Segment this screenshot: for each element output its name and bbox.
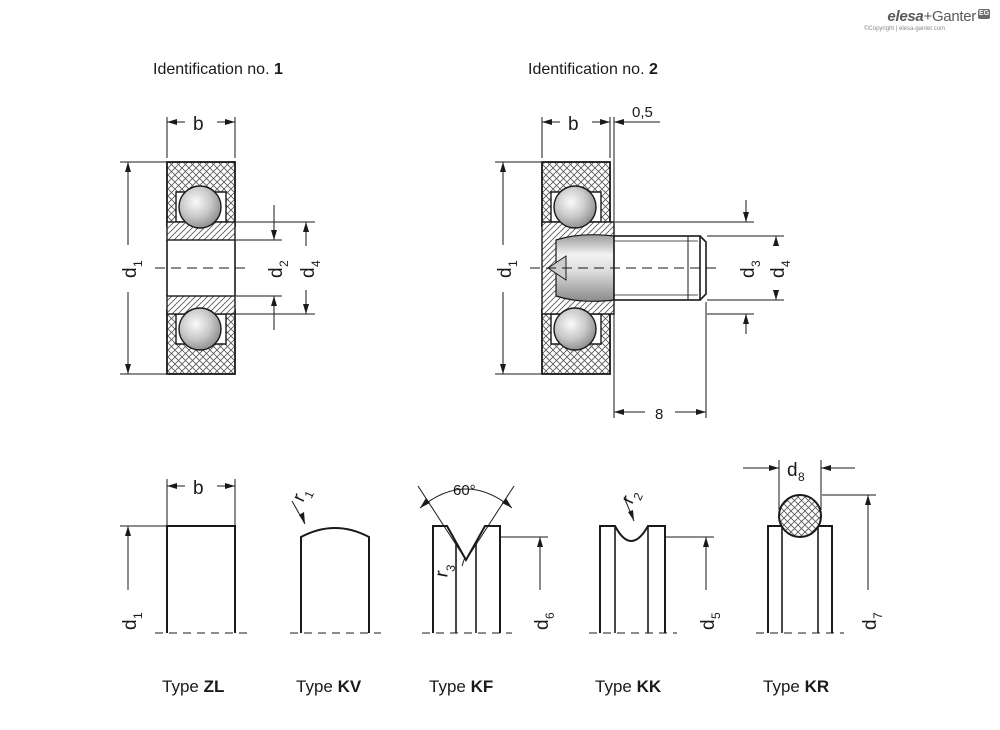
type-kf-r3-label: r3 — [431, 563, 458, 579]
type-kr-label: Type KR — [763, 677, 830, 696]
svg-text:3: 3 — [749, 260, 763, 267]
svg-text:0,5: 0,5 — [632, 104, 653, 121]
type-kk-d5-label: d5 — [698, 612, 723, 630]
type-kf-d6-label: d6 — [532, 612, 557, 630]
svg-text:1: 1 — [131, 260, 145, 267]
id2-dimension-labels: b 0,5 8 d1 d3 d4 — [495, 104, 793, 423]
type-kk-r2-label: r2 — [617, 490, 646, 507]
bearing-ball-icon — [553, 307, 597, 351]
id2-dimensions — [495, 117, 784, 418]
id2-wheel-section — [530, 161, 716, 375]
type-kk-profile — [589, 496, 714, 634]
svg-text:8: 8 — [655, 406, 663, 423]
svg-text:b: b — [193, 114, 204, 135]
o-ring-icon — [778, 494, 822, 538]
type-zl-d1-label: d1 — [120, 612, 145, 630]
svg-text:d: d — [768, 267, 789, 278]
svg-text:2: 2 — [277, 260, 291, 267]
bearing-ball-icon — [178, 185, 222, 229]
type-kf-profile — [417, 485, 548, 634]
brand-mark-icon: EG — [978, 9, 990, 19]
svg-text:r: r — [431, 568, 453, 579]
id1-dimension-labels: b d1 d2 d4 — [120, 114, 323, 278]
svg-text:d: d — [698, 619, 719, 630]
brand-wordmark: elesa+Ganter — [887, 8, 976, 25]
id1-wheel-section — [155, 161, 245, 375]
bearing-ball-icon — [553, 185, 597, 229]
svg-text:d: d — [738, 267, 759, 278]
id1-dimensions — [120, 117, 315, 375]
type-zl-label: Type ZL — [162, 677, 225, 696]
svg-text:1: 1 — [506, 260, 520, 267]
svg-text:7: 7 — [871, 612, 885, 619]
svg-text:d: d — [120, 619, 141, 630]
type-zl-b-label: b — [193, 478, 204, 499]
brand-logo: elesa+Ganter EG ©Copyright | elesa-gante… — [862, 6, 990, 36]
type-kk-label: Type KK — [595, 677, 662, 696]
identification-1-title: Identification no. 1 — [153, 61, 283, 78]
svg-text:b: b — [568, 114, 579, 135]
svg-text:d: d — [860, 619, 881, 630]
identification-2-title: Identification no. 2 — [528, 61, 658, 78]
svg-text:5: 5 — [709, 612, 723, 619]
bearing-ball-icon — [178, 307, 222, 351]
svg-text:d: d — [298, 267, 319, 278]
type-kr-d7-label: d7 — [860, 612, 885, 630]
type-kf-angle-label: 60° — [453, 482, 476, 499]
svg-text:d: d — [266, 267, 287, 278]
svg-text:6: 6 — [543, 612, 557, 619]
svg-text:4: 4 — [779, 260, 793, 267]
svg-text:d: d — [495, 267, 516, 278]
type-kr-profile — [743, 460, 876, 634]
type-kv-profile — [290, 500, 381, 634]
type-zl-profile — [120, 479, 247, 634]
svg-text:4: 4 — [309, 260, 323, 267]
svg-text:d: d — [787, 460, 798, 481]
svg-text:d: d — [120, 267, 141, 278]
brand-copyright: ©Copyright | elesa-ganter.com — [864, 26, 946, 32]
svg-text:d: d — [532, 619, 553, 630]
type-kv-label: Type KV — [296, 677, 362, 696]
svg-text:8: 8 — [798, 470, 805, 484]
svg-text:1: 1 — [131, 612, 145, 619]
svg-text:3: 3 — [443, 563, 458, 572]
type-kf-label: Type KF — [429, 677, 494, 696]
